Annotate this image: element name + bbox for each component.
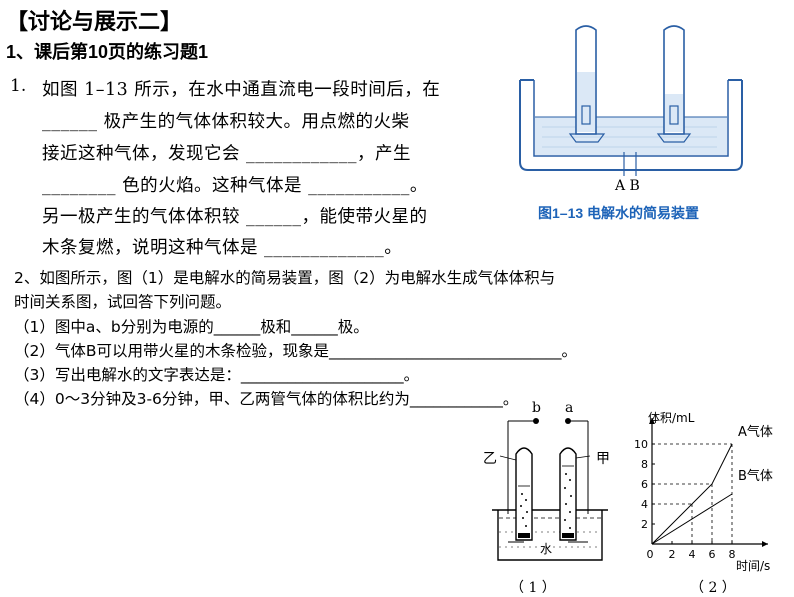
y-tick-label: 8 (641, 458, 648, 471)
y-tick-label: 2 (641, 518, 648, 531)
problem2-line-4: （2）气体B可以用带火星的木条检验，现象是___________________… (14, 342, 577, 360)
exercise-heading: 1、课后第10页的练习题1 (6, 42, 209, 62)
terminal-a-label: a (565, 400, 574, 416)
x-tick-label: 2 (669, 548, 676, 561)
x-tick-label: 8 (729, 548, 736, 561)
problem2-line-1: 2、如图所示，图（1）是电解水的简易装置，图（2）为电解水生成气体体积与 (14, 269, 556, 287)
problem1-line-2: ______ 极产生的气体体积较大。用点燃的火柴 (42, 112, 410, 132)
x-tick-label: 6 (709, 548, 716, 561)
problem1-line-1: 如图 1–13 所示，在水中通直流电一段时间后，在 (42, 80, 441, 100)
y-tick-label: 10 (634, 438, 648, 451)
y-tick-label: 4 (641, 498, 648, 511)
electrolysis-figure-1-13 (519, 25, 743, 176)
problem1-line-5: 另一极产生的气体体积较 ______，能使带火星的 (42, 207, 428, 227)
chart-caption: （ 2 ） (690, 580, 736, 596)
tube-yi-label: 乙 (483, 451, 497, 467)
electrolysis-apparatus-1 (492, 418, 608, 561)
figure-caption-1-13: 图1–13 电解水的简易装置 (538, 205, 700, 221)
problem2-line-3: （1）图中a、b分别为电源的______极和______极。 (14, 318, 369, 336)
series-line (651, 443, 733, 545)
series-line (651, 493, 733, 545)
problem2-line-6: （4）0～3分钟及3-6分钟，甲、乙两管气体的体积比约为____________… (14, 390, 519, 408)
apparatus-caption: （ 1 ） (510, 580, 556, 596)
series-label: B气体 (738, 468, 773, 484)
problem1-line-3: 接近这种气体，发现它会 ____________，产生 (42, 144, 412, 164)
problem2-line-2: 时间关系图，试回答下列问题。 (14, 293, 232, 311)
terminal-b-label: b (532, 400, 541, 416)
series-label: A气体 (738, 424, 773, 440)
y-axis-label: 体积/mL (648, 411, 695, 425)
x-tick-label: 4 (689, 548, 696, 561)
tube-jia-label: 甲 (596, 451, 610, 467)
x-axis-label: 时间/s (736, 559, 770, 573)
y-axis-arrow (649, 418, 655, 424)
electrode-labels: A B (615, 178, 640, 194)
page-title: 【讨论与展示二】 (6, 10, 183, 35)
origin-label: 0 (647, 548, 654, 561)
x-axis-arrow (762, 541, 768, 547)
problem1-line-6: 木条复燃，说明这种气体是 _____________。 (42, 238, 403, 258)
water-label: 水 (540, 540, 553, 557)
problem1-line-4: ________ 色的火焰。这种气体是 ___________。 (42, 176, 428, 196)
problem2-line-5: （3）写出电解水的文字表达是：_____________________。 (14, 366, 420, 384)
problem1-number: 1. (10, 76, 27, 96)
y-tick-label: 6 (641, 478, 648, 491)
